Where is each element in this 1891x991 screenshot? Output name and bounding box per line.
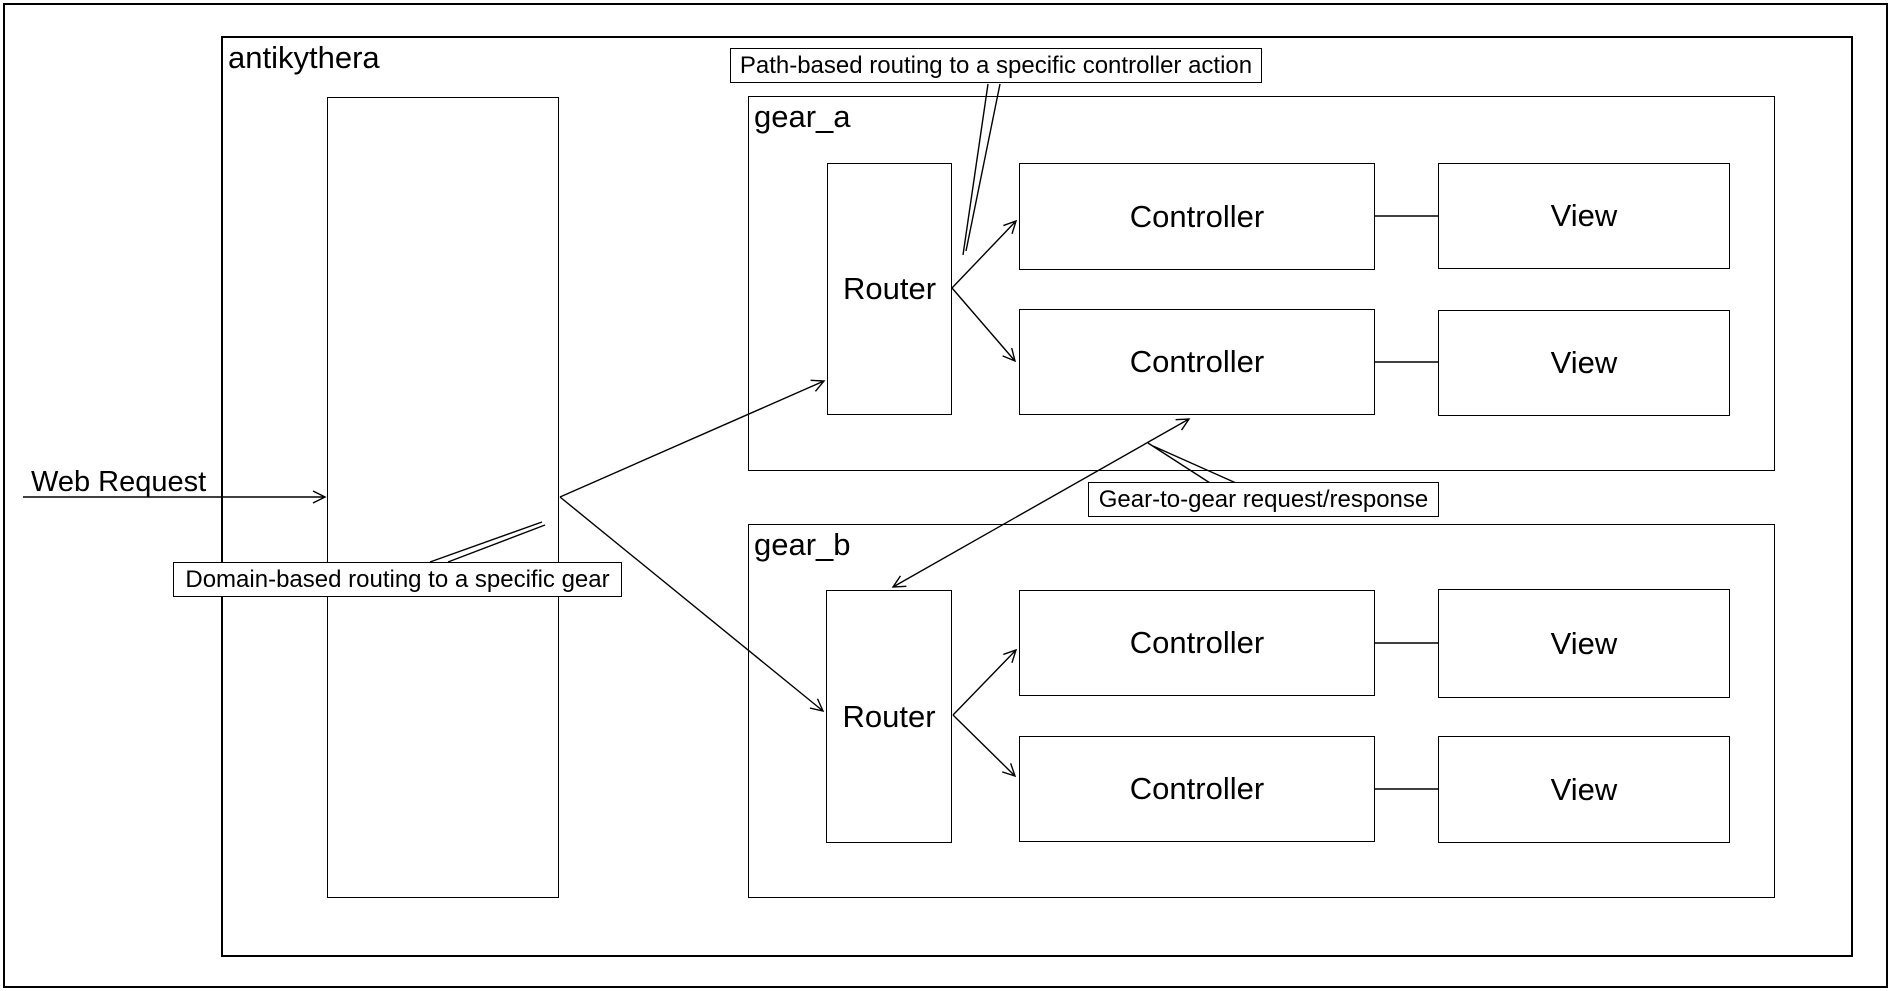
gear-a-controller-1-box: Controller [1019, 163, 1375, 270]
path-routing-callout-text: Path-based routing to a specific control… [739, 51, 1253, 79]
domain-routing-callout-text: Domain-based routing to a specific gear [185, 565, 610, 593]
gear-a-controller-1-label: Controller [1129, 198, 1265, 234]
path-routing-callout: Path-based routing to a specific control… [730, 48, 1262, 83]
gear-b-router-box: Router [826, 590, 952, 843]
gear-a-controller-2-box: Controller [1019, 309, 1375, 415]
gear-a-router-label: Router [842, 271, 937, 306]
gear-b-view-1-label: View [1550, 625, 1618, 661]
antikythera-container: antikythera [221, 36, 1853, 957]
gear-to-gear-callout: Gear-to-gear request/response [1088, 482, 1439, 517]
gear-b-container: gear_b [748, 524, 1775, 898]
gear-a-title: gear_a [754, 99, 851, 134]
gear-b-view-2-box: View [1438, 736, 1730, 843]
gear-a-view-2-label: View [1550, 345, 1618, 380]
gear-a-view-1-box: View [1438, 163, 1730, 269]
gear-a-view-2-box: View [1438, 310, 1730, 416]
domain-routing-callout: Domain-based routing to a specific gear [173, 562, 622, 597]
domain-dispatcher-box [327, 97, 559, 898]
gear-b-controller-1-label: Controller [1129, 625, 1265, 660]
gear-a-view-1-label: View [1550, 198, 1618, 233]
gear-a-controller-2-label: Controller [1129, 344, 1265, 379]
page-border [3, 3, 1888, 988]
gear-b-title: gear_b [754, 527, 851, 562]
web-request-label: Web Request [31, 466, 207, 498]
gear-a-container: gear_a [748, 96, 1775, 471]
gear-b-controller-2-box: Controller [1019, 736, 1375, 842]
gear-a-router-box: Router [827, 163, 952, 415]
gear-b-controller-2-label: Controller [1129, 771, 1265, 806]
antikythera-title: antikythera [228, 40, 380, 75]
gear-to-gear-callout-text: Gear-to-gear request/response [1098, 485, 1429, 513]
gear-b-view-1-box: View [1438, 589, 1730, 698]
gear-b-router-label: Router [842, 698, 936, 734]
gear-b-controller-1-box: Controller [1019, 590, 1375, 696]
gear-b-view-2-label: View [1550, 771, 1618, 807]
